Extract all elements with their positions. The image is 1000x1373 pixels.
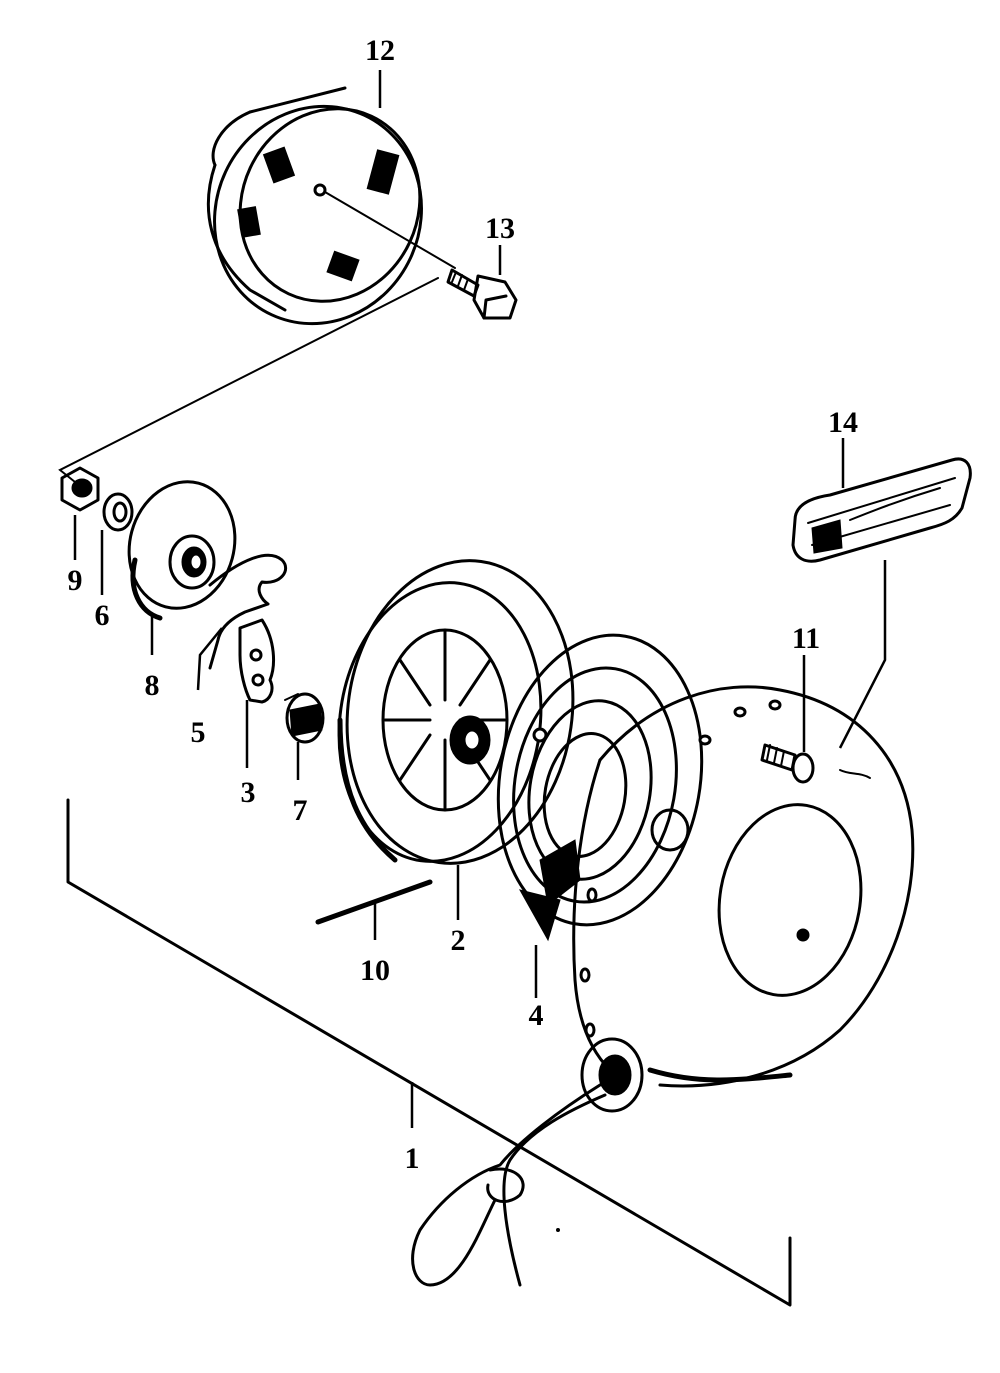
callout-12: 12 bbox=[365, 34, 395, 67]
callout-2: 2 bbox=[451, 924, 466, 957]
callout-9: 9 bbox=[68, 564, 83, 597]
starter-rope-handle bbox=[411, 1083, 607, 1287]
callout-14: 14 bbox=[828, 406, 858, 439]
part-12-starter-cup bbox=[206, 86, 423, 326]
part-5-spring-clip bbox=[208, 553, 288, 670]
callout-11: 11 bbox=[792, 622, 820, 655]
callout-labels: 12 13 14 11 9 6 8 5 3 7 2 10 4 1 bbox=[68, 34, 859, 1175]
callout-6: 6 bbox=[95, 599, 110, 632]
part-13-bolt bbox=[324, 191, 518, 320]
callout-5: 5 bbox=[191, 716, 206, 749]
part-14-emblem bbox=[791, 457, 972, 563]
callout-8: 8 bbox=[145, 669, 160, 702]
callout-4: 4 bbox=[529, 999, 544, 1032]
leader-lines bbox=[73, 70, 887, 1128]
part-2-rope-pulley bbox=[337, 559, 575, 865]
callout-13: 13 bbox=[485, 212, 515, 245]
callout-1: 1 bbox=[405, 1142, 420, 1175]
callout-10: 10 bbox=[360, 954, 390, 987]
part-1-starter-housing bbox=[572, 685, 915, 1113]
part-7-spring bbox=[284, 692, 325, 744]
part-6-washer bbox=[102, 492, 134, 532]
callout-7: 7 bbox=[293, 794, 308, 827]
part-3-pawl bbox=[238, 618, 275, 704]
assembly-line-upper bbox=[58, 277, 439, 483]
stray-dot bbox=[556, 1228, 560, 1232]
part-9-nut bbox=[60, 466, 100, 512]
callout-3: 3 bbox=[241, 776, 256, 809]
part-11-screw bbox=[760, 743, 815, 784]
part-8-friction-plate bbox=[127, 480, 237, 621]
part-4-recoil-spring bbox=[496, 633, 704, 942]
assembly-bracket bbox=[66, 798, 792, 1307]
